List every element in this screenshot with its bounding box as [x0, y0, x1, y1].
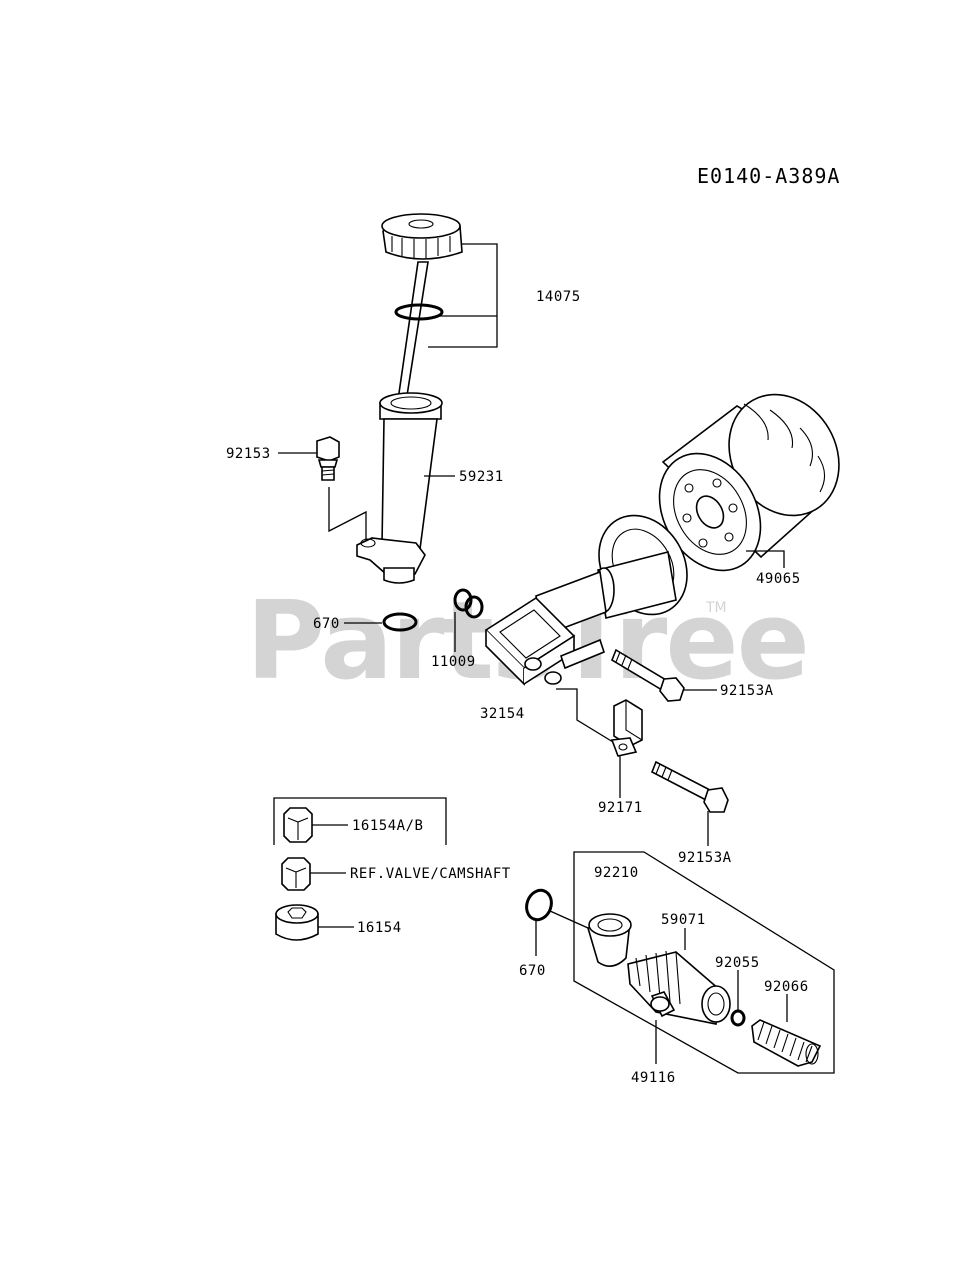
oil-pipe-32154-part[interactable]	[484, 499, 705, 686]
bolt-92153A-upper-part[interactable]	[611, 648, 685, 702]
rotor-16154-part[interactable]	[275, 904, 319, 941]
bolt-92153-part[interactable]	[316, 436, 340, 481]
bolt-92153A-lower-part[interactable]	[650, 760, 729, 813]
leader-670-bottom	[535, 910, 589, 956]
label-59231[interactable]: 59231	[459, 469, 504, 485]
spring-92066-part[interactable]	[751, 1019, 822, 1067]
label-49116[interactable]: 49116	[631, 1070, 676, 1086]
rotor-ref-part[interactable]	[281, 857, 311, 891]
label-92153A-2[interactable]: 92153A	[678, 850, 732, 866]
oring-670-top-part[interactable]	[382, 612, 418, 632]
label-ref-valve-camshaft[interactable]: REF.VALVE/CAMSHAFT	[350, 866, 511, 882]
label-92171[interactable]: 92171	[598, 800, 643, 816]
label-92066[interactable]: 92066	[764, 979, 809, 995]
oring-11009-part[interactable]	[453, 588, 484, 619]
label-59071[interactable]: 59071	[661, 912, 706, 928]
valve-body-59071-part[interactable]	[627, 950, 731, 1025]
label-92210[interactable]: 92210	[594, 865, 639, 881]
leader-92153	[278, 452, 367, 540]
rotor-group-bracket	[273, 797, 447, 845]
label-49065[interactable]: 49065	[756, 571, 801, 587]
clamp-92171-part[interactable]	[610, 699, 643, 757]
label-92055[interactable]: 92055	[715, 955, 760, 971]
leader-32154	[556, 688, 614, 743]
oil-filter-part[interactable]	[639, 374, 860, 588]
valve-group-box	[573, 851, 835, 1074]
label-11009[interactable]: 11009	[431, 654, 476, 670]
leader-14075	[428, 243, 498, 348]
label-16154AB[interactable]: 16154A/B	[352, 818, 423, 834]
dipstick-part[interactable]	[381, 213, 463, 403]
label-670-top[interactable]: 670	[313, 616, 340, 632]
diagram-code: E0140-A389A	[697, 164, 840, 188]
oring-92055-part[interactable]	[730, 1009, 746, 1027]
label-670-bottom[interactable]: 670	[519, 963, 546, 979]
oring-670-bottom-part[interactable]	[523, 887, 556, 923]
label-92153A-1[interactable]: 92153A	[720, 683, 774, 699]
dipstick-tube-part[interactable]	[356, 392, 443, 584]
label-14075[interactable]: 14075	[536, 289, 581, 305]
label-32154[interactable]: 32154	[480, 706, 525, 722]
cap-nut-92210-part[interactable]	[586, 913, 632, 967]
watermark-trademark: TM	[705, 600, 727, 616]
rotor-16154AB-part[interactable]	[283, 807, 313, 843]
label-92153[interactable]: 92153	[226, 446, 271, 462]
label-16154[interactable]: 16154	[357, 920, 402, 936]
leader-49065	[746, 550, 785, 568]
